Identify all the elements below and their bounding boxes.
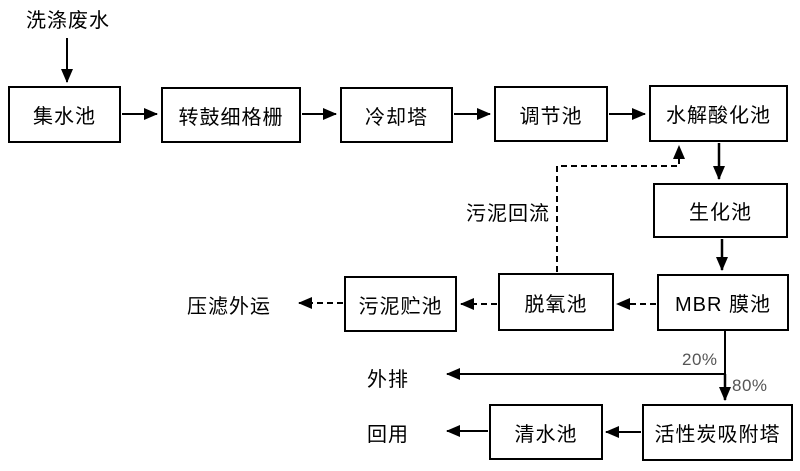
node-drum-fine-screen: 转鼓细格栅: [161, 87, 301, 143]
node-clear-water-tank: 清水池: [489, 404, 603, 460]
dashed-arrow-sludge-return: [556, 145, 685, 272]
node-activated-carbon-adsorption-tower: 活性炭吸附塔: [642, 404, 793, 461]
label-washing-wastewater-source: 洗涤废水: [26, 10, 110, 32]
node-mbr-membrane-tank: MBR 膜池: [657, 274, 789, 331]
node-cooling-tower: 冷却塔: [340, 87, 453, 143]
label-discharge-percent: 20%: [682, 350, 718, 369]
node-deoxygenation-tank: 脱氧池: [498, 273, 614, 331]
node-sludge-storage-tank: 污泥贮池: [344, 276, 457, 332]
label-reuse: 回用: [367, 424, 409, 446]
label-filter-press-transport: 压滤外运: [187, 296, 271, 318]
node-regulation-tank: 调节池: [494, 86, 608, 142]
node-biochemical-tank: 生化池: [653, 183, 788, 238]
label-reuse-percent: 80%: [732, 376, 768, 395]
node-collection-tank: 集水池: [8, 86, 121, 143]
node-hydrolysis-acidification-tank: 水解酸化池: [649, 85, 788, 142]
label-external-discharge: 外排: [367, 369, 409, 391]
label-sludge-return: 污泥回流: [466, 203, 550, 225]
